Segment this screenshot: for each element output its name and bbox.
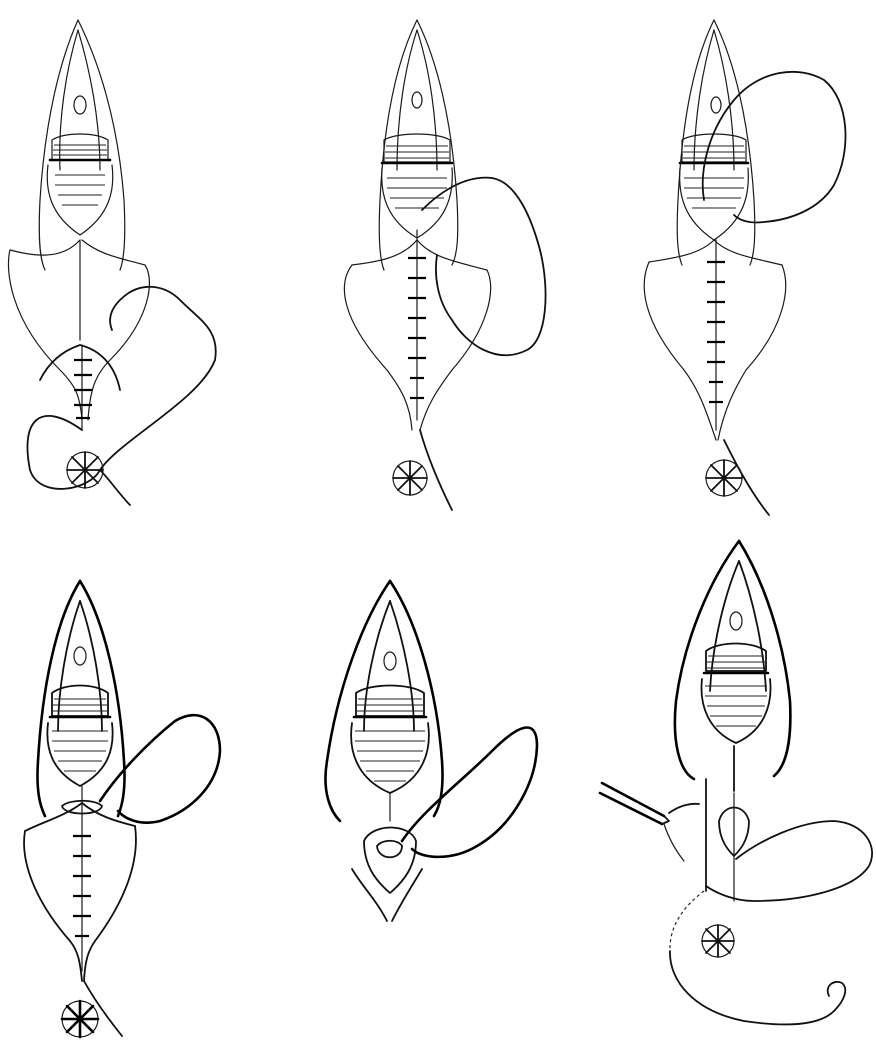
anus-icon [67, 452, 103, 488]
anus-icon [62, 1001, 98, 1037]
perineal-body-outline [352, 793, 422, 921]
perineal-body-outline [40, 240, 120, 430]
panel-step-6 [584, 521, 876, 1042]
hymen-ring [701, 644, 770, 744]
urethral-meatus-icon [74, 647, 86, 665]
suture-loop [402, 727, 537, 856]
anus-icon [393, 461, 427, 495]
panel-2-drawing [292, 0, 584, 521]
panel-5-drawing [292, 521, 584, 1042]
anus-icon [702, 925, 734, 957]
suture-loop [420, 178, 546, 510]
urethral-meatus-icon [711, 97, 721, 113]
perineal-body-outline [706, 746, 749, 901]
panel-step-3 [584, 0, 876, 521]
perineal-body-outline [707, 240, 725, 430]
panel-3-drawing [584, 0, 876, 521]
urethral-meatus-icon [74, 96, 86, 114]
panel-6-drawing [584, 521, 876, 1042]
labia-outline [675, 541, 790, 779]
panel-1-drawing [0, 0, 292, 521]
needle-holder-icon [600, 783, 699, 861]
hymen-ring [351, 686, 429, 794]
labia-outline [24, 581, 136, 981]
urethral-meatus-icon [412, 92, 422, 108]
suture-loop [27, 287, 215, 505]
hymen-ring [382, 134, 453, 238]
panel-step-2 [292, 0, 584, 521]
panel-step-1 [0, 0, 292, 521]
suture-loop [703, 72, 846, 515]
panel-4-drawing [0, 521, 292, 1042]
labia-outline [644, 20, 785, 440]
suture-loop [670, 821, 872, 1024]
perineal-body-outline [62, 786, 102, 971]
panel-step-5 [292, 521, 584, 1042]
hymen-ring [680, 134, 749, 240]
hymen-ring [47, 134, 113, 235]
urethral-meatus-icon [730, 612, 742, 630]
anus-icon [706, 460, 742, 496]
urethral-meatus-icon [384, 652, 396, 670]
hymen-ring [47, 686, 112, 787]
perineal-body-outline [408, 230, 426, 420]
panel-step-4 [0, 521, 292, 1042]
labia-outline [325, 581, 442, 821]
